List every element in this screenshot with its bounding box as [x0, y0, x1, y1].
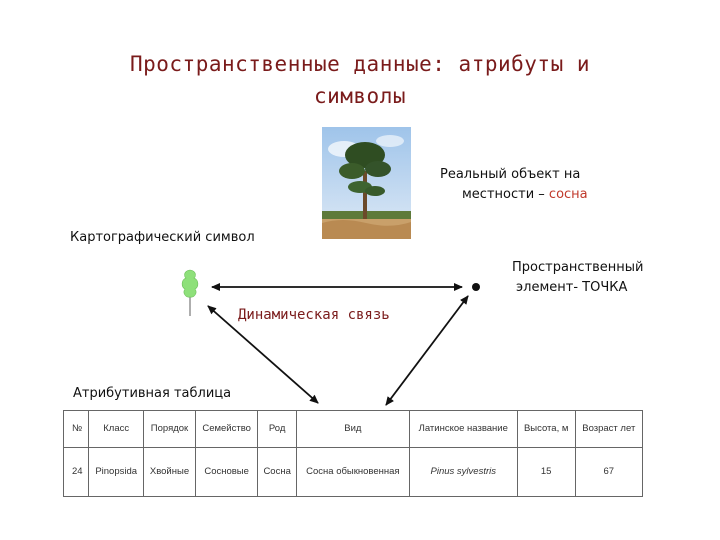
arrow-point-to-table: [385, 295, 469, 406]
header-cell: Латинское название: [408, 410, 518, 448]
header-cell: Семейство: [194, 410, 259, 448]
table-cell: 67: [574, 447, 644, 497]
title-line-1: Пространственные данные: атрибуты и: [129, 52, 590, 76]
spatial-element-label: Пространственный элемент- ТОЧКА: [512, 258, 644, 298]
attribute-table-label: Атрибутивная таблица: [73, 386, 232, 401]
header-cell: Класс: [88, 410, 145, 448]
dynamic-link-label: Динамическая связь: [238, 307, 390, 323]
real-object-prefix: местности –: [462, 187, 549, 202]
table-cell: 15: [516, 447, 576, 497]
point-marker: [472, 283, 480, 291]
header-cell: Вид: [295, 410, 410, 448]
arrow-symbol-to-table: [207, 305, 319, 404]
attribute-table: № Класс Порядок Семейство Род Вид Латинс…: [62, 410, 644, 497]
real-object-label: Реальный объект на местности – сосна: [440, 165, 588, 205]
table-cell: Сосна обыкновенная: [295, 447, 410, 497]
tree-symbol-icon: [181, 269, 199, 316]
table-cell: Pinopsida: [88, 447, 145, 497]
real-object-accent: сосна: [548, 187, 588, 202]
header-cell: №: [62, 410, 90, 448]
table-header-row: № Класс Порядок Семейство Род Вид Латинс…: [62, 410, 644, 448]
table-cell: 24: [62, 447, 90, 497]
spatial-element-line-1: Пространственный: [512, 260, 644, 275]
header-cell: Порядок: [143, 410, 196, 448]
title-line-2: символы: [313, 84, 406, 108]
real-object-line-1: Реальный объект на: [440, 167, 581, 182]
slide-title: Пространственные данные: атрибуты и симв…: [60, 48, 660, 112]
pine-tree-photo: [322, 127, 411, 239]
table-cell: Pinus sylvestris: [408, 447, 518, 497]
real-object-line-2: местности – сосна: [440, 185, 588, 205]
table-cell: Сосновые: [194, 447, 259, 497]
header-cell: Высота, м: [516, 410, 576, 448]
table-cell: Сосна: [257, 447, 297, 497]
table-cell: Хвойные: [143, 447, 196, 497]
header-cell: Род: [257, 410, 297, 448]
table-row: 24 Pinopsida Хвойные Сосновые Сосна Сосн…: [62, 447, 644, 497]
header-cell: Возраст лет: [574, 410, 644, 448]
cartographic-symbol-label: Картографический символ: [70, 230, 255, 245]
spatial-element-line-2: элемент- ТОЧКА: [516, 280, 628, 295]
